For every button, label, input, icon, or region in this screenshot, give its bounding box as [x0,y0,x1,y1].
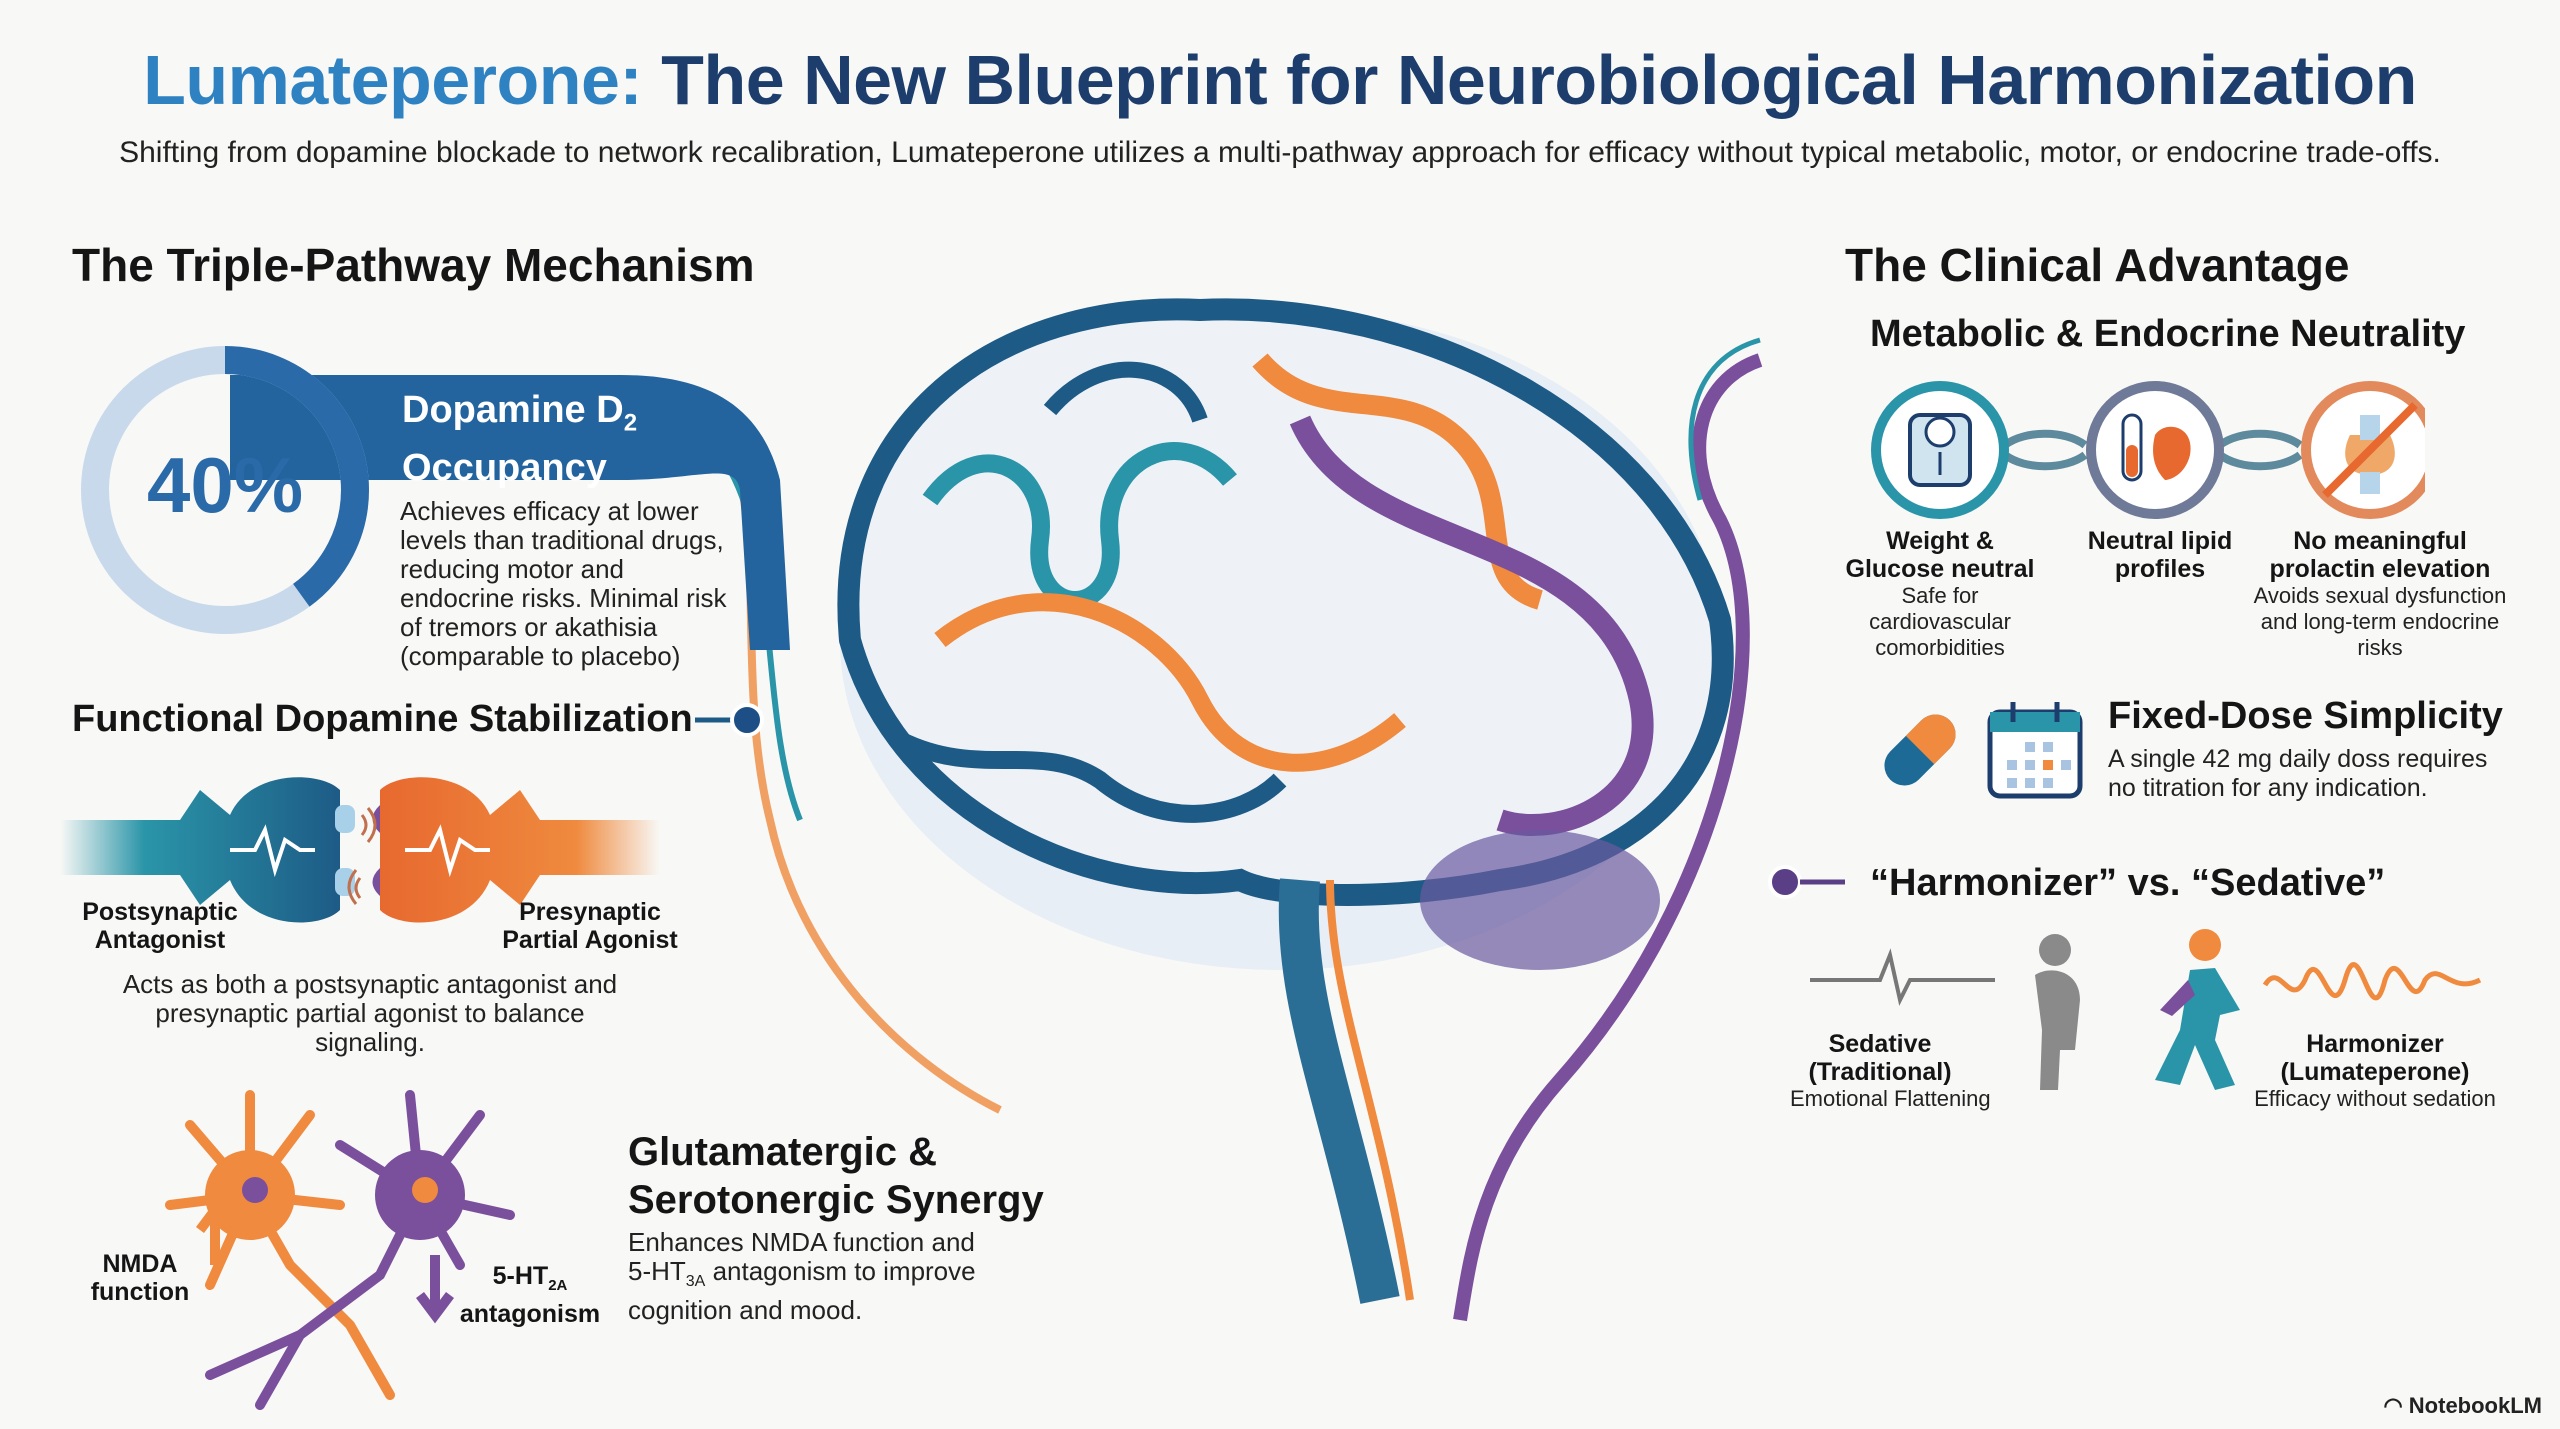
clinical-advantage-heading: The Clinical Advantage [1845,239,2350,291]
connector-dot-icon [1768,865,1845,899]
stabilization-title: Functional Dopamine Stabilization [72,698,693,740]
occupancy-percent: 40% [146,441,304,529]
synapse-icon [60,777,660,923]
pill-icon [1884,714,1956,786]
running-person-icon [2155,929,2240,1090]
occupancy-ring [81,346,369,634]
fixed-dose-title: Fixed-Dose Simplicity [2108,695,2503,737]
harmonizer-label: Harmonizer(Lumateperone)Efficacy without… [2254,1030,2496,1111]
synergy-title: Glutamatergic &Serotonergic Synergy [628,1130,1044,1222]
neurons-illustration [165,1090,515,1410]
harmonizer-title: “Harmonizer” vs. “Sedative” [1870,862,2386,904]
connector-dot-icon [695,703,764,737]
sedative-label: Sedative(Traditional)Emotional Flattenin… [1790,1030,1991,1111]
calendar-icon [1987,702,2083,799]
occupancy-description: Achieves efficacy at lower levels than t… [400,496,727,671]
sedative-vs-harmonizer-icons [1810,929,2482,1090]
triple-pathway-heading: The Triple-Pathway Mechanism [72,239,755,291]
flat-line-icon [1810,948,1995,1006]
metabolic-icons [1871,381,2425,519]
metabolic-title: Metabolic & Endocrine Neutrality [1870,313,2466,355]
notebooklm-logo-icon: ◠ [2383,1393,2409,1418]
slumped-person-icon [2035,934,2080,1090]
page-subtitle: Shifting from dopamine blockade to netwo… [119,136,2441,169]
stabilization-description: Acts as both a postsynaptic antagonist a… [122,969,618,1057]
vibrant-wave-icon [2262,962,2482,1001]
page-title: Lumateperone: The New Blueprint for Neur… [143,41,2417,119]
notebooklm-brand: ◠ NotebookLM [2383,1393,2542,1418]
